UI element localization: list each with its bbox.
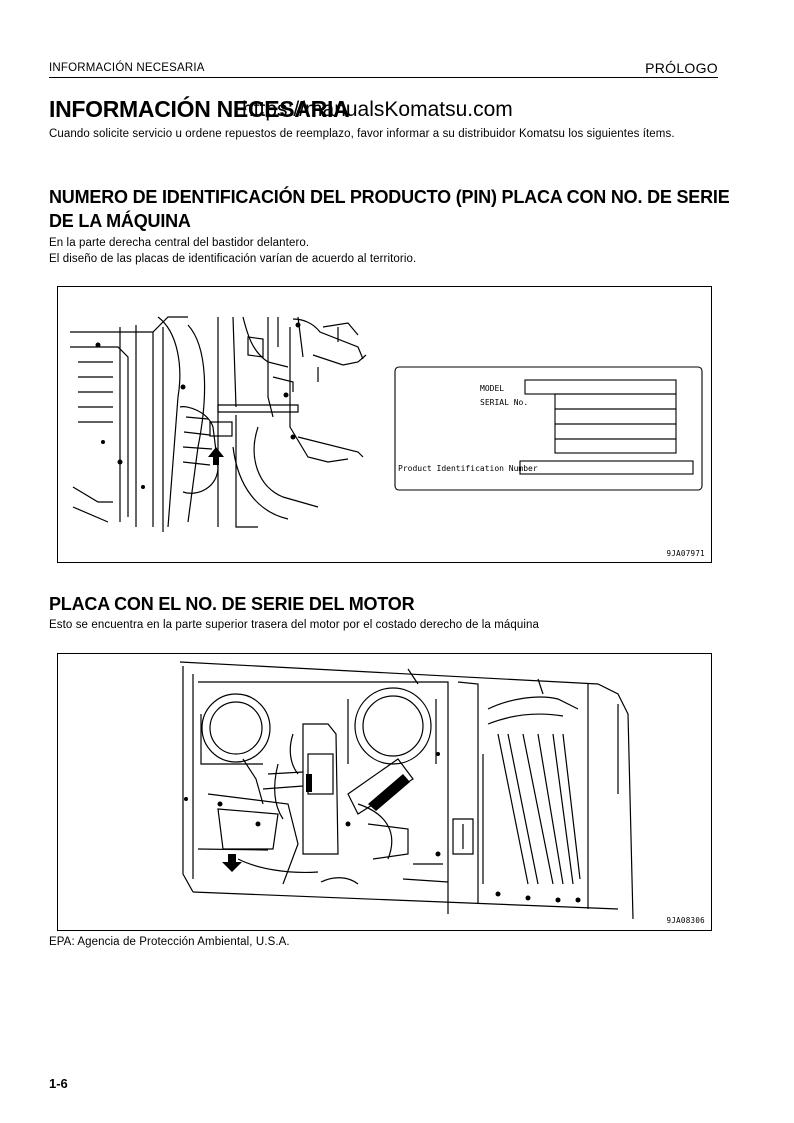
- figure-code-engine: 9JA08306: [666, 916, 705, 925]
- engine-compartment-illustration: [179, 661, 634, 920]
- page-title: INFORMACIÓN NECESARIA: [49, 96, 350, 122]
- epa-note: EPA: Agencia de Protección Ambiental, U.…: [49, 936, 290, 948]
- running-header-section: INFORMACIÓN NECESARIA: [49, 62, 205, 74]
- header-rule: [49, 77, 718, 78]
- page-number: 1-6: [49, 1076, 68, 1091]
- pin-location-line: En la parte derecha central del bastidor…: [49, 237, 310, 249]
- watermark-url: https://manualsKomatsu.com: [242, 98, 513, 121]
- pin-section-text: En la parte derecha central del bastidor…: [49, 235, 739, 267]
- intro-paragraph: Cuando solicite servicio u ordene repues…: [49, 128, 675, 140]
- plate-pin-label: Product Identification Number: [398, 464, 538, 473]
- plate-model-label: MODEL: [480, 384, 504, 393]
- pin-design-note: El diseño de las placas de identificació…: [49, 253, 417, 265]
- motor-section-heading: PLACA CON EL NO. DE SERIE DEL MOTOR: [49, 594, 415, 614]
- engine-plate-figure: 9JA08306: [57, 653, 712, 931]
- motor-section-text: Esto se encuentra en la parte superior t…: [49, 619, 540, 631]
- running-header-chapter: PRÓLOGO: [645, 60, 718, 76]
- pin-plate-figure: MODEL SERIAL No. Product Identification …: [57, 286, 712, 563]
- pin-section-heading: NUMERO DE IDENTIFICACIÓN DEL PRODUCTO (P…: [49, 187, 730, 231]
- plate-serial-label: SERIAL No.: [480, 398, 528, 407]
- figure-code-pin: 9JA07971: [666, 549, 705, 558]
- pin-plate-illustration: MODEL SERIAL No. Product Identification …: [70, 316, 703, 532]
